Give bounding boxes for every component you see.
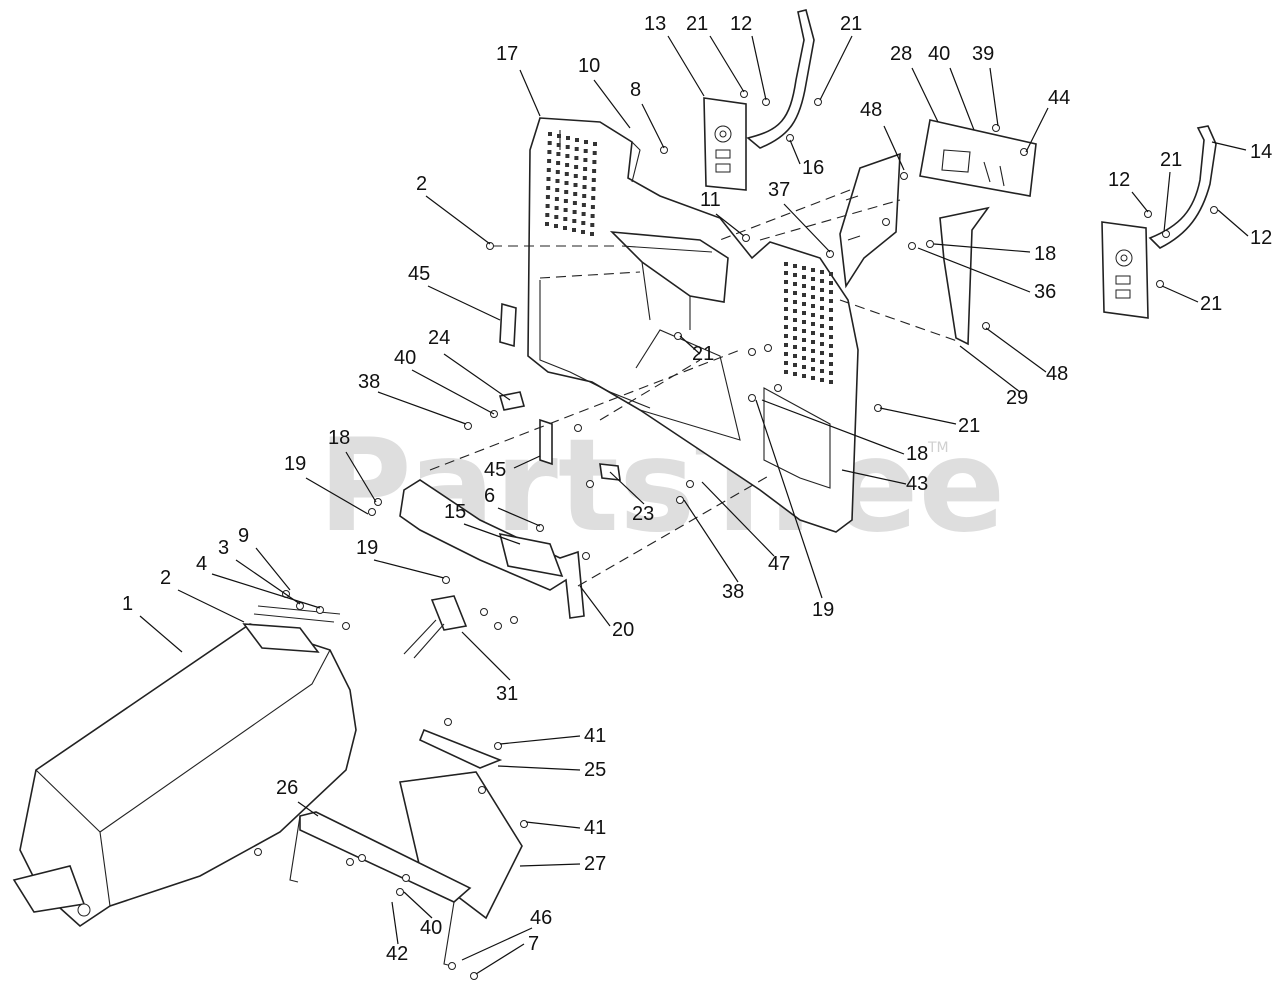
lower-guard-part-27 [289, 728, 523, 967]
callout-48: 48 [1046, 363, 1068, 385]
callout-19: 19 [284, 453, 306, 475]
callout-18: 18 [906, 443, 928, 465]
callout-43: 43 [906, 473, 928, 495]
callout-21: 21 [840, 13, 862, 35]
callout-21: 21 [1200, 293, 1222, 315]
callout-25: 25 [584, 759, 606, 781]
callout-7: 7 [528, 933, 539, 955]
callout-38: 38 [358, 371, 380, 393]
discharge-chute-part-1 [12, 623, 357, 928]
callout-29: 29 [1006, 387, 1028, 409]
right-panel-perforation [784, 262, 833, 384]
callout-20: 20 [612, 619, 634, 641]
callout-labels: 17 10 8 13 21 12 21 28 40 39 44 14 48 16… [122, 13, 1272, 965]
callout-21: 21 [692, 343, 714, 365]
callout-18: 18 [328, 427, 350, 449]
bracket-plate-part-13 [703, 9, 815, 191]
callout-2: 2 [160, 567, 171, 589]
hinge-plates-part-2-3-4 [242, 605, 341, 653]
bracket-plate-part-14 [1101, 125, 1217, 319]
callout-19: 19 [812, 599, 834, 621]
callout-1: 1 [122, 593, 133, 615]
callout-12: 12 [1108, 169, 1130, 191]
callout-12: 12 [1250, 227, 1272, 249]
callout-17: 17 [496, 43, 518, 65]
callout-45: 45 [484, 459, 506, 481]
callout-11: 11 [700, 189, 721, 211]
callout-6: 6 [484, 485, 495, 507]
callout-23: 23 [632, 503, 654, 525]
callout-31: 31 [496, 683, 518, 705]
leader-lines [139, 35, 1249, 975]
callout-2: 2 [416, 173, 427, 195]
callout-41: 41 [584, 817, 606, 839]
callout-47: 47 [768, 553, 790, 575]
callout-38: 38 [722, 581, 744, 603]
callout-39: 39 [972, 43, 994, 65]
callout-27: 27 [584, 853, 606, 875]
callout-45: 45 [408, 263, 430, 285]
callout-42: 42 [386, 943, 408, 965]
callout-8: 8 [630, 79, 641, 101]
duct-opening [609, 231, 729, 330]
watermark-tm: TM [927, 440, 949, 456]
hardware-fasteners [254, 90, 1218, 980]
callout-40: 40 [928, 43, 950, 65]
callout-13: 13 [644, 13, 666, 35]
callout-4: 4 [196, 553, 207, 575]
lower-cutout [635, 329, 741, 441]
callout-21: 21 [686, 13, 708, 35]
switch-part-31 [403, 595, 468, 659]
callout-10: 10 [578, 55, 600, 77]
callout-3: 3 [218, 537, 229, 559]
callout-16: 16 [802, 157, 824, 179]
callout-15: 15 [444, 501, 466, 523]
rect-cutout-part-43 [763, 387, 831, 489]
frame-bracket-part-20 [399, 479, 585, 619]
callout-24: 24 [428, 327, 450, 349]
small-brackets [498, 302, 621, 481]
callout-44: 44 [1048, 87, 1070, 109]
callout-14: 14 [1250, 141, 1272, 163]
alignment-lines [429, 189, 961, 587]
callout-48: 48 [860, 99, 882, 121]
main-panel-perforation [545, 132, 597, 236]
baffle-assembly-part-28 [839, 119, 1037, 346]
callout-12: 12 [730, 13, 752, 35]
callout-9: 9 [238, 525, 249, 547]
callout-41: 41 [584, 725, 606, 747]
callout-26: 26 [276, 777, 298, 799]
callout-21: 21 [958, 415, 980, 437]
callout-36: 36 [1034, 281, 1056, 303]
callout-28: 28 [890, 43, 912, 65]
callout-21: 21 [1160, 149, 1182, 171]
callout-18: 18 [1034, 243, 1056, 265]
callout-40: 40 [420, 917, 442, 939]
callout-37: 37 [768, 179, 790, 201]
callout-46: 46 [530, 907, 552, 929]
callout-40: 40 [394, 347, 416, 369]
callout-19: 19 [356, 537, 378, 559]
